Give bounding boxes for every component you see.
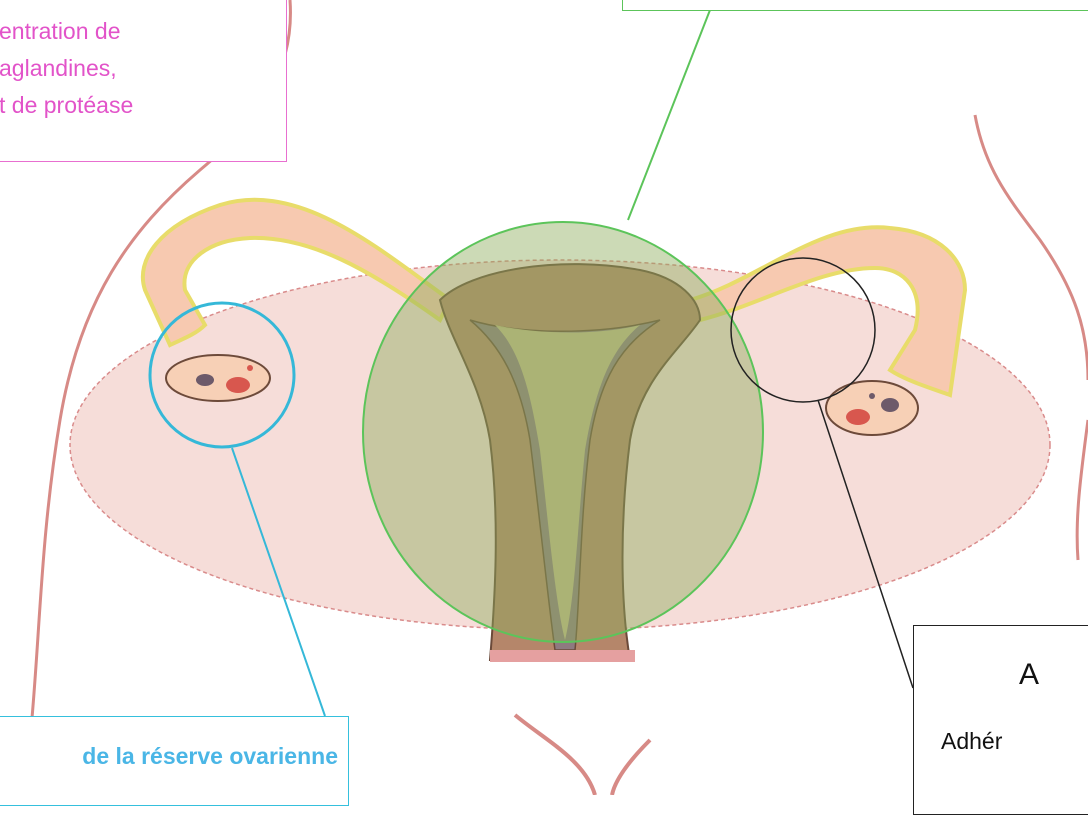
left-ovary: [166, 355, 270, 401]
green-leader-line: [628, 10, 710, 220]
right-ovary: [826, 381, 918, 435]
right-body-contour: [975, 115, 1088, 380]
blue-callout-box: de la réserve ovarienne: [0, 716, 349, 806]
black-callout-text: Adhér: [941, 728, 1002, 755]
pink-callout-text: entration de aglandines, t de protéase: [0, 13, 133, 124]
black-callout-heading: A: [1019, 658, 1039, 692]
pubic-curve: [515, 715, 650, 795]
right-body-contour-lower: [1077, 420, 1088, 560]
green-callout-box: [622, 0, 1088, 11]
black-callout-box: A Adhér: [913, 625, 1088, 815]
uterus-zone-circle: [363, 222, 763, 642]
blue-callout-text: de la réserve ovarienne: [82, 743, 338, 770]
pink-callout-box: entration de aglandines, t de protéase: [0, 0, 287, 162]
